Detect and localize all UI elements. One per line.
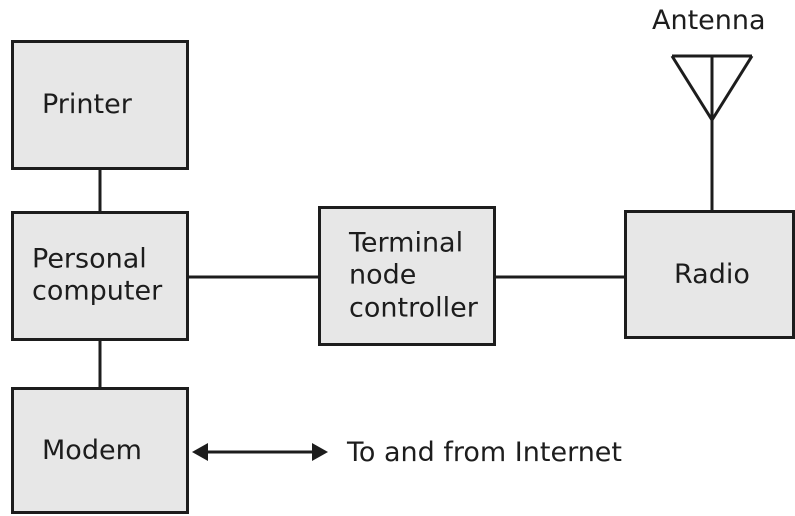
radio-label: Radio [674, 258, 750, 290]
terminal-node-controller-label: Terminal node controller [349, 227, 478, 324]
personal-computer-label: Personal computer [32, 243, 163, 307]
personal-computer-box: Personal computer [11, 211, 189, 341]
modem-label: Modem [42, 434, 142, 466]
printer-label: Printer [42, 88, 132, 120]
printer-box: Printer [11, 40, 189, 170]
bidirectional-arrow-icon [192, 443, 328, 461]
radio-box: Radio [624, 210, 795, 339]
modem-box: Modem [11, 387, 189, 514]
antenna-label: Antenna [652, 5, 766, 36]
antenna-icon [670, 54, 754, 121]
terminal-node-controller-box: Terminal node controller [318, 206, 496, 346]
internet-link-label: To and from Internet [347, 437, 623, 468]
